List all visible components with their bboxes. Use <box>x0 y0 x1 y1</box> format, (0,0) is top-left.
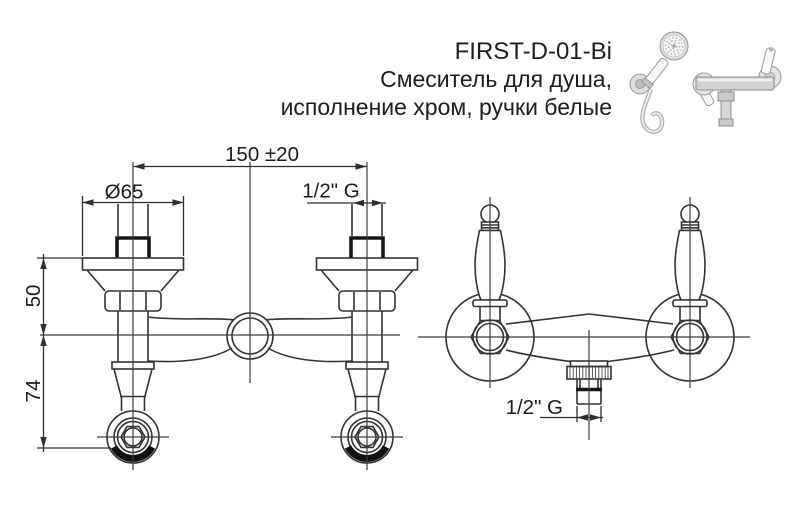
dim-label-inlet-thread: 1/2" G <box>302 180 359 203</box>
dim-label-above-axis: 50 <box>22 285 45 308</box>
centerlines <box>40 162 750 470</box>
product-header: FIRST-D-01-Bi Смеситель для душа, исполн… <box>281 38 612 121</box>
product-model: FIRST-D-01-Bi <box>454 38 612 65</box>
product-description-line-2: исполнение хром, ручки белые <box>280 94 612 120</box>
product-photo <box>629 31 782 134</box>
dim-inlet-thread: 1/2" G <box>302 180 386 207</box>
dim-label-flange-diameter: Ø65 <box>105 181 144 204</box>
dim-label-center-distance: 150 ±20 <box>225 143 299 166</box>
dim-outlet-thread: 1/2" G <box>506 396 603 422</box>
dim-label-below-axis: 74 <box>22 380 45 403</box>
product-description-line-1: Смеситель для душа, <box>380 66 612 92</box>
body-top-edge <box>505 313 674 325</box>
dim-vertical-offsets: 50 74 <box>22 254 111 452</box>
dim-center-distance: 150 ±20 <box>133 143 367 170</box>
mixer-photo-body <box>692 47 782 127</box>
dim-label-outlet-thread: 1/2" G <box>506 396 563 419</box>
shower-hose <box>640 88 665 134</box>
front-view <box>445 204 735 405</box>
shower-handset <box>641 31 689 90</box>
